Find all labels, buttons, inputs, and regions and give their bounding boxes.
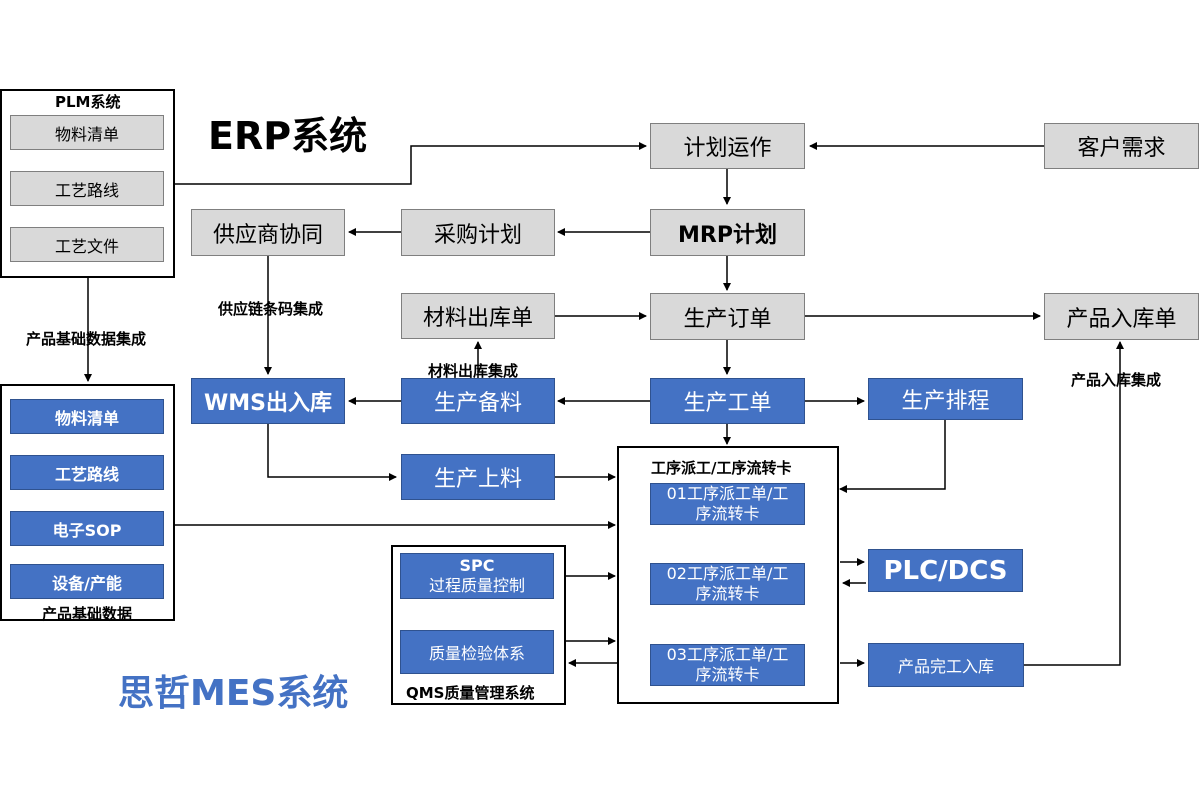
dispatch-card-01-line1: 01工序派工单/工 — [666, 484, 789, 503]
product-base-integration-label: 产品基础数据集成 — [26, 330, 147, 348]
dispatch-card-02-line1: 02工序派工单/工 — [666, 564, 789, 583]
product-in-integration-label: 产品入库集成 — [1071, 371, 1162, 389]
dispatch-card-02-line2: 序流转卡 — [695, 584, 760, 603]
spc-node-line2: 过程质量控制 — [428, 576, 525, 595]
dispatch-card-03[interactable]: 03工序派工单/工 序流转卡 — [650, 644, 805, 686]
work-order-node[interactable]: 生产工单 — [650, 378, 805, 424]
base-equipment-capacity[interactable]: 设备/产能 — [10, 564, 164, 599]
material-out-integration-label: 材料出库集成 — [428, 362, 519, 380]
arrow-finish-to-productin — [1024, 341, 1124, 666]
production-feed-node[interactable]: 生产上料 — [401, 454, 555, 500]
production-order-node[interactable]: 生产订单 — [650, 293, 805, 340]
erp-title: ERP系统 — [208, 114, 368, 158]
base-title: 产品基础数据 — [42, 605, 133, 623]
base-sop[interactable]: 电子SOP — [10, 511, 164, 546]
supply-chain-barcode-label: 供应链条码集成 — [218, 300, 324, 318]
base-routing[interactable]: 工艺路线 — [10, 455, 164, 490]
plm-routing[interactable]: 工艺路线 — [10, 171, 164, 206]
dispatch-card-03-line1: 03工序派工单/工 — [666, 645, 789, 664]
product-finish-in-node[interactable]: 产品完工入库 — [868, 643, 1024, 687]
dispatch-card-02[interactable]: 02工序派工单/工 序流转卡 — [650, 563, 805, 605]
dispatch-title: 工序派工/工序流转卡 — [651, 459, 792, 477]
plm-title: PLM系统 — [55, 93, 121, 111]
purchase-plan-node[interactable]: 采购计划 — [401, 209, 555, 256]
production-prep-node[interactable]: 生产备料 — [401, 378, 555, 424]
spc-node[interactable]: SPC 过程质量控制 — [400, 553, 554, 599]
spc-node-line1: SPC — [459, 556, 495, 575]
arrow-schedule-to-dispatch — [839, 420, 946, 493]
arrow-plm-to-plan — [174, 142, 647, 185]
wms-node[interactable]: WMS出入库 — [191, 378, 345, 424]
qms-title: QMS质量管理系统 — [406, 684, 535, 702]
plc-dcs-node[interactable]: PLC/DCS — [868, 549, 1023, 592]
arrow-wms-to-feed — [267, 424, 397, 481]
base-bom[interactable]: 物料清单 — [10, 399, 164, 434]
plm-process-file[interactable]: 工艺文件 — [10, 227, 164, 262]
dispatch-card-01-line2: 序流转卡 — [695, 504, 760, 523]
product-in-order-node[interactable]: 产品入库单 — [1044, 293, 1199, 340]
quality-inspection-node[interactable]: 质量检验体系 — [400, 630, 554, 674]
dispatch-card-03-line2: 序流转卡 — [695, 665, 760, 684]
supplier-collab-node[interactable]: 供应商协同 — [191, 209, 345, 256]
dispatch-card-01[interactable]: 01工序派工单/工 序流转卡 — [650, 483, 805, 525]
plan-operation-node[interactable]: 计划运作 — [650, 123, 805, 169]
mrp-plan-node[interactable]: MRP计划 — [650, 209, 805, 256]
mes-title: 思哲MES系统 — [118, 673, 349, 714]
customer-demand-node[interactable]: 客户需求 — [1044, 123, 1199, 169]
material-out-order-node[interactable]: 材料出库单 — [401, 293, 555, 339]
plm-bom[interactable]: 物料清单 — [10, 115, 164, 150]
production-schedule-node[interactable]: 生产排程 — [868, 378, 1023, 420]
